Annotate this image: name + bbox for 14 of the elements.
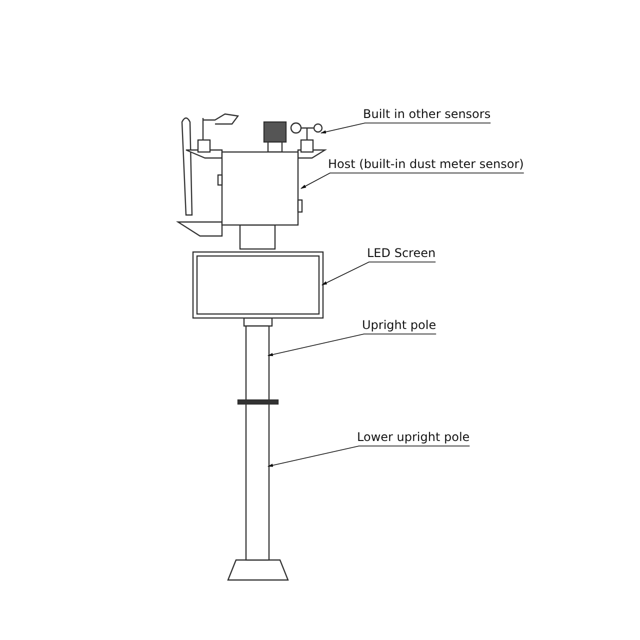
leader-line (300, 172, 524, 189)
leader-line (322, 262, 436, 286)
part-label: Built in other sensors (363, 107, 491, 122)
sensor-drawing (197, 113, 323, 153)
leader-line (267, 446, 470, 467)
part-label: LED Screen (367, 246, 436, 261)
leader-line (267, 334, 436, 356)
leader-line (320, 122, 491, 134)
part-label: Upright pole (362, 318, 436, 333)
pole-drawing (245, 325, 270, 401)
enclosure-drawing (192, 251, 324, 319)
part-label: Lower upright pole (357, 430, 470, 445)
enclosure-drawing (217, 151, 303, 226)
part-label: Host (built-in dust meter sensor) (328, 157, 524, 172)
